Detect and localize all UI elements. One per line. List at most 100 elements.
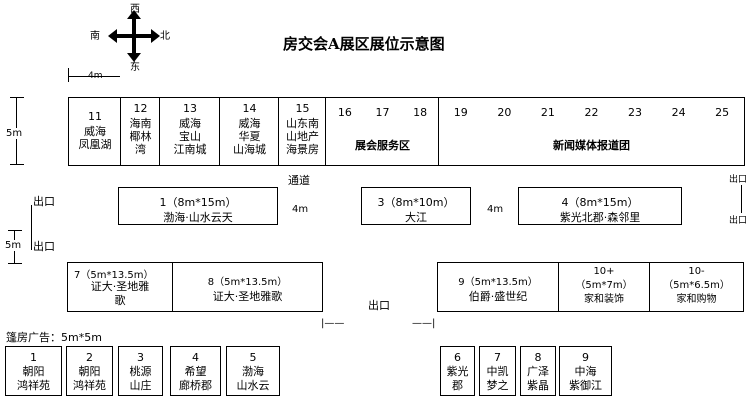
tent-6-text: 6 紫光 郡 (446, 351, 469, 392)
booth-10-plus-name: （5m*7m） 家和装饰 (575, 280, 633, 305)
compass-arrowhead-left-icon (108, 29, 117, 43)
booth-4-name: 紫光北郡·森邻里 (559, 211, 641, 224)
compass-arrowhead-down-icon (127, 53, 141, 62)
exit-bottom[interactable]: 出口 (368, 299, 390, 312)
exit-bottom-dash-left: |—— (321, 318, 345, 329)
booth-9-name: 伯爵·盛世纪 (468, 290, 528, 303)
exit-left-bottom[interactable]: 出口 (33, 240, 55, 253)
booth-12[interactable]: 12 海南 椰林 湾 (120, 98, 160, 165)
tent-1-text: 1 朝阳 鸿祥苑 (17, 351, 50, 392)
service-area-label: 展会服务区 (355, 139, 410, 152)
compass-arrowhead-up-icon (127, 10, 141, 19)
booth-10-minus[interactable]: 10- （5m*6.5m） 家和购物 (650, 263, 743, 311)
service-area[interactable]: 16 17 18 展会服务区 (325, 98, 439, 165)
compass-horizontal-arrow (112, 34, 156, 38)
exit-right-marker (741, 185, 742, 213)
aisle-width-right: 4m (487, 204, 504, 215)
booth-4[interactable]: 4（8m*15m） 紫光北郡·森邻里 (518, 187, 682, 225)
booth-20-number: 20 (497, 106, 512, 119)
booth-3[interactable]: 3（8m*10m） 大江 (361, 187, 471, 225)
exit-bottom-dash-right: ——| (412, 318, 436, 329)
booth-7[interactable]: 7（5m*13.5m） 证大·圣地雅 歌 (68, 263, 173, 311)
media-area[interactable]: 19 20 21 22 23 24 25 新闻媒体报道团 (438, 98, 744, 165)
tent-9-text: 9 中海 紫御江 (569, 351, 602, 392)
dim-5m-bottom-tick-bottom (8, 263, 22, 264)
booth-8[interactable]: 8（5m*13.5m） 证大·圣地雅歌 (173, 263, 322, 311)
compass-south: 南 (90, 31, 100, 42)
booth-3-size: 3（8m*10m） (377, 196, 455, 209)
booth-11[interactable]: 11 威海 凤凰湖 (69, 98, 121, 165)
booth-9[interactable]: 9（5m*13.5m） 伯爵·盛世纪 (438, 263, 559, 311)
tent-2[interactable]: 2 朝阳 鸿祥苑 (66, 346, 113, 396)
booth-name: 海南 椰林 湾 (129, 117, 152, 156)
booth-10-plus-number: 10+ (593, 266, 615, 277)
booth-name: 威海 宝山 江南城 (173, 117, 207, 156)
compass-north: 北 (160, 31, 170, 42)
booth-15[interactable]: 15 山东南 山地产 海景房 (278, 98, 326, 165)
aisle-label: 通道 (288, 174, 310, 187)
tent-2-text: 2 朝阳 鸿祥苑 (73, 351, 106, 392)
tent-3-text: 3 桃源 山庄 (129, 351, 152, 392)
dim-4m-label: 4m (88, 71, 103, 81)
billboard-label: 篷房广告：5m*5m (6, 331, 102, 344)
lower-row-left: 7（5m*13.5m） 证大·圣地雅 歌 8（5m*13.5m） 证大·圣地雅歌 (67, 262, 323, 312)
booth-17-number: 17 (375, 106, 390, 119)
dim-5m-top-label: 5m (6, 128, 23, 139)
booth-24-number: 24 (671, 106, 686, 119)
booth-3-name: 大江 (405, 211, 427, 224)
aisle-width-left: 4m (292, 204, 309, 215)
dim-5m-top-tick-top (10, 97, 24, 98)
compass-arrowhead-right-icon (151, 29, 160, 43)
tent-8-text: 8 广泽 紫晶 (527, 351, 549, 392)
booth-number: 11 (88, 110, 102, 123)
booth-4-size: 4（8m*15m） (561, 196, 639, 209)
top-row: 11 威海 凤凰湖 12 海南 椰林 湾 13 威海 宝山 江南城 14 威海 … (68, 97, 745, 166)
dim-4m-line (68, 76, 120, 77)
booth-25-number: 25 (715, 106, 730, 119)
tent-5[interactable]: 5 渤海 山水云 (226, 346, 280, 396)
exit-left-marker (31, 205, 32, 250)
booth-13[interactable]: 13 威海 宝山 江南城 (159, 98, 220, 165)
tent-8[interactable]: 8 广泽 紫晶 (520, 346, 556, 396)
booth-7-size: 7（5m*13.5m） (74, 270, 154, 281)
booth-23-number: 23 (628, 106, 643, 119)
booth-9-size: 9（5m*13.5m） (458, 277, 538, 288)
booth-8-name: 证大·圣地雅歌 (212, 290, 283, 303)
booth-22-number: 22 (584, 106, 599, 119)
dim-5m-bottom-tick-top (8, 230, 22, 231)
tent-1[interactable]: 1 朝阳 鸿祥苑 (5, 346, 62, 396)
exit-left-top[interactable]: 出口 (33, 195, 55, 208)
booth-14[interactable]: 14 威海 华夏 山海城 (219, 98, 279, 165)
booth-10-minus-name: （5m*6.5m） 家和购物 (663, 280, 730, 305)
dim-5m-bottom-label: 5m (5, 240, 22, 251)
booth-name: 威海 凤凰湖 (78, 125, 112, 151)
tent-4-text: 4 希望 廊桥郡 (179, 351, 212, 392)
tent-9[interactable]: 9 中海 紫御江 (559, 346, 612, 396)
dim-4m-tick-left (68, 68, 69, 82)
media-area-label: 新闻媒体报道团 (553, 139, 630, 152)
booth-1-size: 1（8m*15m） (159, 196, 237, 209)
booth-10-plus[interactable]: 10+ （5m*7m） 家和装饰 (559, 263, 650, 311)
booth-21-number: 21 (540, 106, 555, 119)
booth-19-number: 19 (453, 106, 468, 119)
booth-16-number: 16 (337, 106, 352, 119)
tent-3[interactable]: 3 桃源 山庄 (118, 346, 163, 396)
booth-1-name: 渤海·山水云天 (163, 211, 233, 224)
compass (108, 8, 160, 64)
booth-8-size: 8（5m*13.5m） (207, 277, 288, 288)
tent-4[interactable]: 4 希望 廊桥郡 (170, 346, 221, 396)
dim-5m-top-tick-bottom (10, 164, 24, 165)
booth-1[interactable]: 1（8m*15m） 渤海·山水云天 (118, 187, 278, 225)
booth-number: 13 (183, 102, 197, 115)
page-title: 房交会A展区展位示意图 (283, 35, 445, 53)
booth-number: 14 (242, 102, 257, 115)
exit-right-top[interactable]: 出口 (729, 175, 748, 185)
tent-6[interactable]: 6 紫光 郡 (440, 346, 475, 396)
booth-18-number: 18 (413, 106, 428, 119)
exit-right-bottom[interactable]: 出口 (729, 216, 748, 226)
booth-number: 15 (295, 102, 310, 115)
booth-number: 12 (133, 102, 148, 115)
tent-7[interactable]: 7 中凯 梦之 (479, 346, 516, 396)
lower-row-right: 9（5m*13.5m） 伯爵·盛世纪 10+ （5m*7m） 家和装饰 10- … (437, 262, 744, 312)
tent-7-text: 7 中凯 梦之 (486, 351, 509, 392)
